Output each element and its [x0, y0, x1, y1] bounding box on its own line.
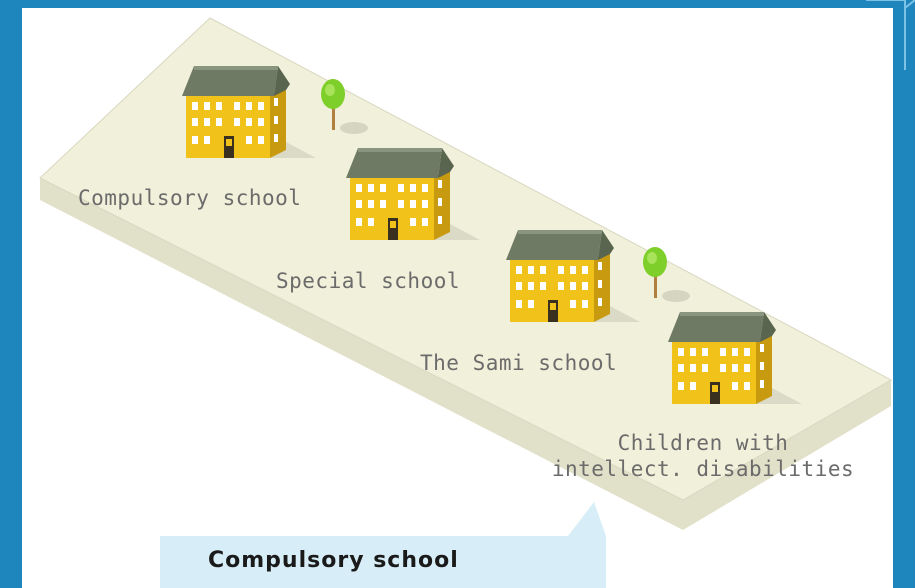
school-label-line-1: Children with	[617, 431, 789, 455]
school-label-sami: The Sami school	[420, 351, 618, 375]
callout-pointer	[568, 502, 606, 536]
school-label-line-2: intellect. disabilities	[551, 457, 855, 482]
school-label-special: Special school	[276, 269, 461, 293]
callout-box: Compulsory school	[160, 536, 606, 588]
callout-title: Compulsory school	[208, 548, 459, 573]
school-label-intellectual-disabilities: Children with intellect. disabilities	[544, 430, 862, 483]
school-label-compulsory: Compulsory school	[78, 186, 302, 210]
